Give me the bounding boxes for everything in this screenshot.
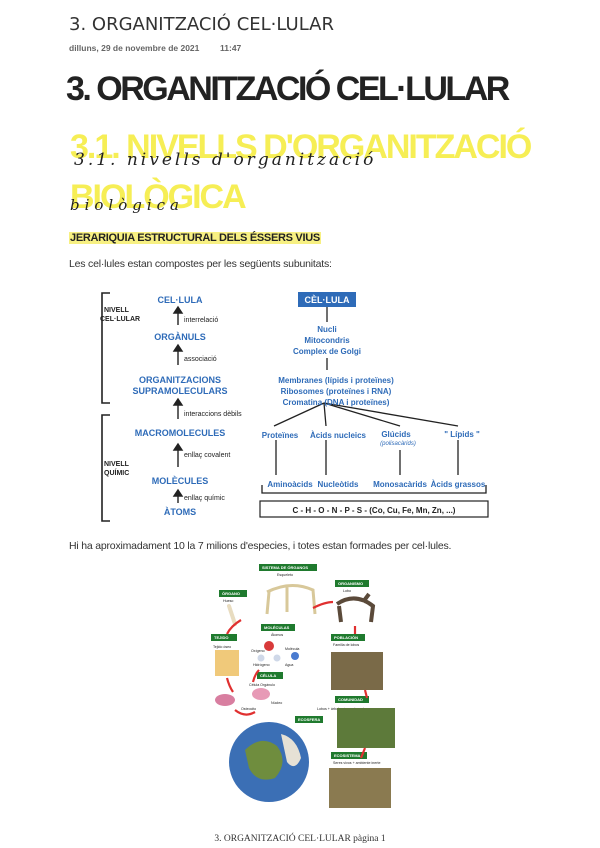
skeleton-figure <box>267 585 315 614</box>
section-title: JERARIQUIA ESTRUCTURAL DELS ÉSSERS VIUS <box>69 232 321 244</box>
main-heading: 3. ORGANITZACIÓ CEL·LULAR <box>66 70 508 109</box>
level-chemical-1: NIVELL <box>104 461 130 468</box>
molecule-acids-grassos: Àcids grassos <box>431 480 486 489</box>
label-hueso: Hueso <box>223 599 233 603</box>
node-molecules: MOLÈCULES <box>152 476 209 486</box>
wolf-figure <box>337 594 373 622</box>
organelle-nucli: Nucli <box>317 325 337 334</box>
supra-ribosomes: Ribosomes (proteïnes i RNA) <box>281 387 392 396</box>
paragraph-species: Hi ha aproximadament 10 la 7 milions d'e… <box>69 540 451 552</box>
supra-cromatina: Cromatina (DNA i proteïnes) <box>283 398 390 407</box>
organelle-mitocondris: Mitocondris <box>304 336 350 345</box>
label-familia-lobos: Familia de lobos <box>333 643 359 647</box>
arrow-label-quimic: enllaç químic <box>184 495 225 502</box>
handwritten-note-line1: 3.1. nivells d'organització <box>74 150 376 170</box>
label-molecula: Molécula <box>285 647 299 651</box>
tag-moleculas: MOLÉCULAS <box>264 625 290 630</box>
label-agua: Agua <box>285 663 293 667</box>
node-cellula: CEL·LULA <box>158 295 203 305</box>
molecule-monosacarids: Monosacàrids <box>373 480 427 489</box>
hierarchy-diagram: NIVELL CEL·LULAR NIVELL QUÍMIC CEL·LULA … <box>98 285 498 525</box>
tag-ecosistema: ECOSISTEMA <box>334 753 361 758</box>
tag-organo: ÓRGANO <box>222 591 240 596</box>
label-tejido-oseo: Tejido óseo <box>213 645 231 649</box>
label-ecosistema-desc: Seres vivos + ambiente inerte <box>333 761 380 765</box>
supra-membranes: Membranes (lípids i proteïnes) <box>278 376 394 385</box>
level-cellular-1: NIVELL <box>104 307 130 314</box>
arrow-label-interaccions: interaccions dèbils <box>184 411 242 418</box>
handwritten-note-line2: biològica <box>70 196 184 214</box>
osteocyte-figure <box>215 694 235 706</box>
ecosystem-photo <box>329 768 391 808</box>
macro-glucids: Glúcids <box>381 430 411 439</box>
node-supramoleculars: SUPRAMOLECULARS <box>132 386 227 396</box>
macro-acids-nucleics: Àcids nucleics <box>310 431 367 440</box>
level-cellular-2: CEL·LULAR <box>100 316 140 323</box>
tag-comunidad: COMUNIDAD <box>338 697 363 702</box>
node-organitzacions: ORGANITZACIONS <box>139 375 221 385</box>
tag-sistema: SISTEMA DE ÓRGANOS <box>262 565 308 570</box>
arrow-label-covalent: enllaç covalent <box>184 452 230 459</box>
node-macromolecules: MACROMOLECULES <box>135 428 226 438</box>
page-footer: 3. ORGANITZACIÓ CEL·LULAR pàgina 1 <box>0 834 600 844</box>
label-lobo: Lobo <box>343 589 351 593</box>
tag-poblacion: POBLACIÓN <box>334 635 358 640</box>
label-hidrogeno: Hidrógeno <box>253 663 270 667</box>
molecule-nucleotids: Nucleòtids <box>318 480 359 489</box>
community-photo <box>337 708 395 748</box>
tissue-figure <box>215 650 239 676</box>
atoms-list: C - H - O - N - P - S - (Co, Cu, Fe, Mn,… <box>293 506 456 515</box>
paragraph-subunits: Les cel·lules estan compostes per les se… <box>69 258 332 270</box>
label-oxigeno: Oxígeno <box>251 649 265 653</box>
post-date: dilluns, 29 de novembre de 2021 <box>69 43 199 53</box>
organelle-golgi: Complex de Golgi <box>293 347 361 356</box>
cell-figure <box>252 688 270 700</box>
arrow-label-interrelacio: interrelació <box>184 317 218 324</box>
organization-levels-illustration: SISTEMA DE ÓRGANOS ORGANISMO ÓRGANO MOLÉ… <box>205 562 395 812</box>
chemical-bracket <box>102 415 110 521</box>
post-time: 11:47 <box>220 43 241 53</box>
label-esqueleto: Esqueleto <box>277 573 293 577</box>
population-photo <box>331 652 383 690</box>
document-title: 3. ORGANITZACIÓ CEL·LULAR <box>69 14 334 35</box>
tag-tejido: TEJIDO <box>214 635 228 640</box>
node-organuls: ORGÀNULS <box>154 332 206 342</box>
cellula-box-label: CÈL·LULA <box>305 295 350 305</box>
node-atoms: ÀTOMS <box>164 507 196 517</box>
level-chemical-2: QUÍMIC <box>104 468 129 477</box>
label-nucleo: Núcleo <box>271 701 282 705</box>
tag-celula: CÉLULA <box>260 673 276 678</box>
macro-polisacarids: (polisacàrids) <box>380 441 416 447</box>
arrow-label-associacio: associació <box>184 356 217 363</box>
macro-lipids: " Lípids " <box>444 430 480 439</box>
label-celula-organulo: Célula Orgánulo <box>249 683 275 687</box>
tag-organismo: ORGANISMO <box>338 581 363 586</box>
bone-figure <box>229 606 235 624</box>
molecule-aminoacids: Aminoàcids <box>267 480 313 489</box>
tag-ecosfera: ECOSFERA <box>298 717 320 722</box>
label-atomos: Átomos <box>271 633 283 637</box>
macro-proteines: Proteïnes <box>262 431 299 440</box>
label-osteocito: Osteocito <box>241 707 256 711</box>
